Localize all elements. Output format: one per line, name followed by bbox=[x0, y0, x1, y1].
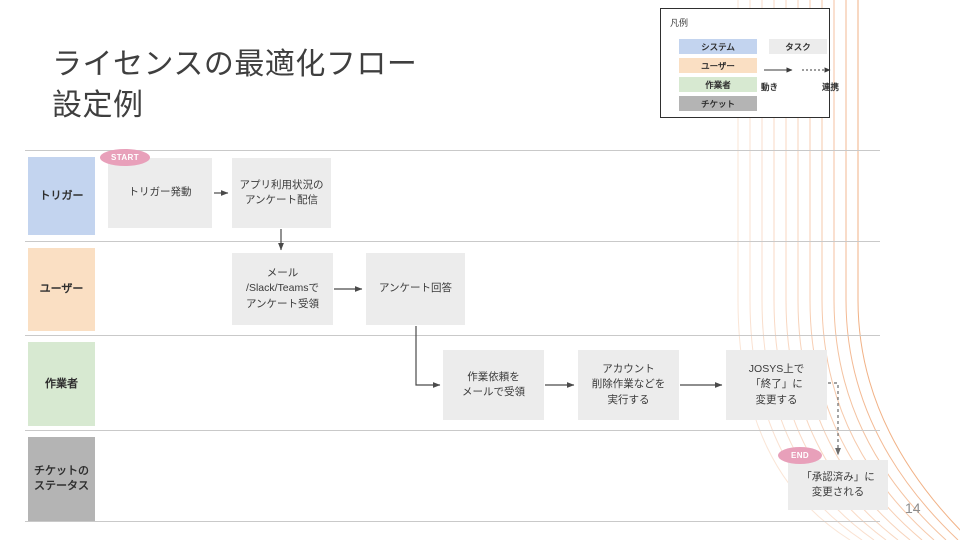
legend-chip-worker: 作業者 bbox=[679, 77, 757, 92]
legend-task-chip: タスク bbox=[769, 39, 827, 54]
page-number: 14 bbox=[905, 500, 921, 516]
node-survey-send[interactable]: アプリ利用状況の アンケート配信 bbox=[232, 158, 331, 228]
node-josys-finish[interactable]: JOSYS上で 「終了」に 変更する bbox=[726, 350, 827, 420]
legend-chip-label: チケット bbox=[700, 98, 735, 109]
legend-task-group: タスク bbox=[769, 39, 827, 54]
end-badge: END bbox=[778, 447, 822, 464]
lane-divider-bottom bbox=[25, 521, 880, 522]
legend-title: 凡例 bbox=[670, 18, 689, 28]
lane-divider-1 bbox=[25, 241, 880, 242]
lane-label-trigger: トリガー bbox=[28, 157, 95, 235]
legend-arrow-labels: 動き 連携 bbox=[761, 81, 839, 93]
lane-divider-top bbox=[25, 150, 880, 151]
legend-dotted-arrow-label: 連携 bbox=[821, 82, 839, 92]
node-account-delete[interactable]: アカウント 削除作業などを 実行する bbox=[578, 350, 679, 420]
node-task-receive[interactable]: 作業依頼を メールで受領 bbox=[443, 350, 544, 420]
page-title: ライセンスの最適化フロー 設定例 bbox=[52, 48, 418, 123]
legend-chip-label: 作業者 bbox=[705, 79, 731, 90]
lane-divider-2 bbox=[25, 335, 880, 336]
legend-chip-user: ユーザー bbox=[679, 58, 757, 73]
legend-chip-system: システム bbox=[679, 39, 757, 54]
connector-josys-to-status-dotted bbox=[828, 382, 842, 456]
lane-label-user: ユーザー bbox=[28, 248, 95, 331]
node-survey-answer[interactable]: アンケート回答 bbox=[366, 253, 465, 325]
legend-chip-ticket: チケット bbox=[679, 96, 757, 111]
lane-label-ticket-status: チケットの ステータス bbox=[28, 437, 95, 521]
node-trigger-fire[interactable]: トリガー発動 bbox=[108, 158, 212, 228]
lane-divider-3 bbox=[25, 430, 880, 431]
legend-chip-list: システム ユーザー 作業者 チケット bbox=[679, 39, 757, 115]
legend-chip-label: ユーザー bbox=[701, 60, 735, 71]
lane-label-worker: 作業者 bbox=[28, 342, 95, 426]
node-status-approved[interactable]: 「承認済み」に 変更される bbox=[788, 460, 888, 510]
legend-arrow-samples bbox=[764, 67, 831, 73]
legend-panel: 凡例 システム ユーザー 作業者 チケット タスク 動き 連携 bbox=[660, 8, 839, 118]
start-badge: START bbox=[100, 149, 150, 166]
node-survey-receive[interactable]: メール /Slack/Teamsで アンケート受領 bbox=[232, 253, 333, 325]
legend-chip-label: システム bbox=[701, 41, 735, 52]
legend-solid-arrow-label: 動き bbox=[761, 82, 779, 92]
